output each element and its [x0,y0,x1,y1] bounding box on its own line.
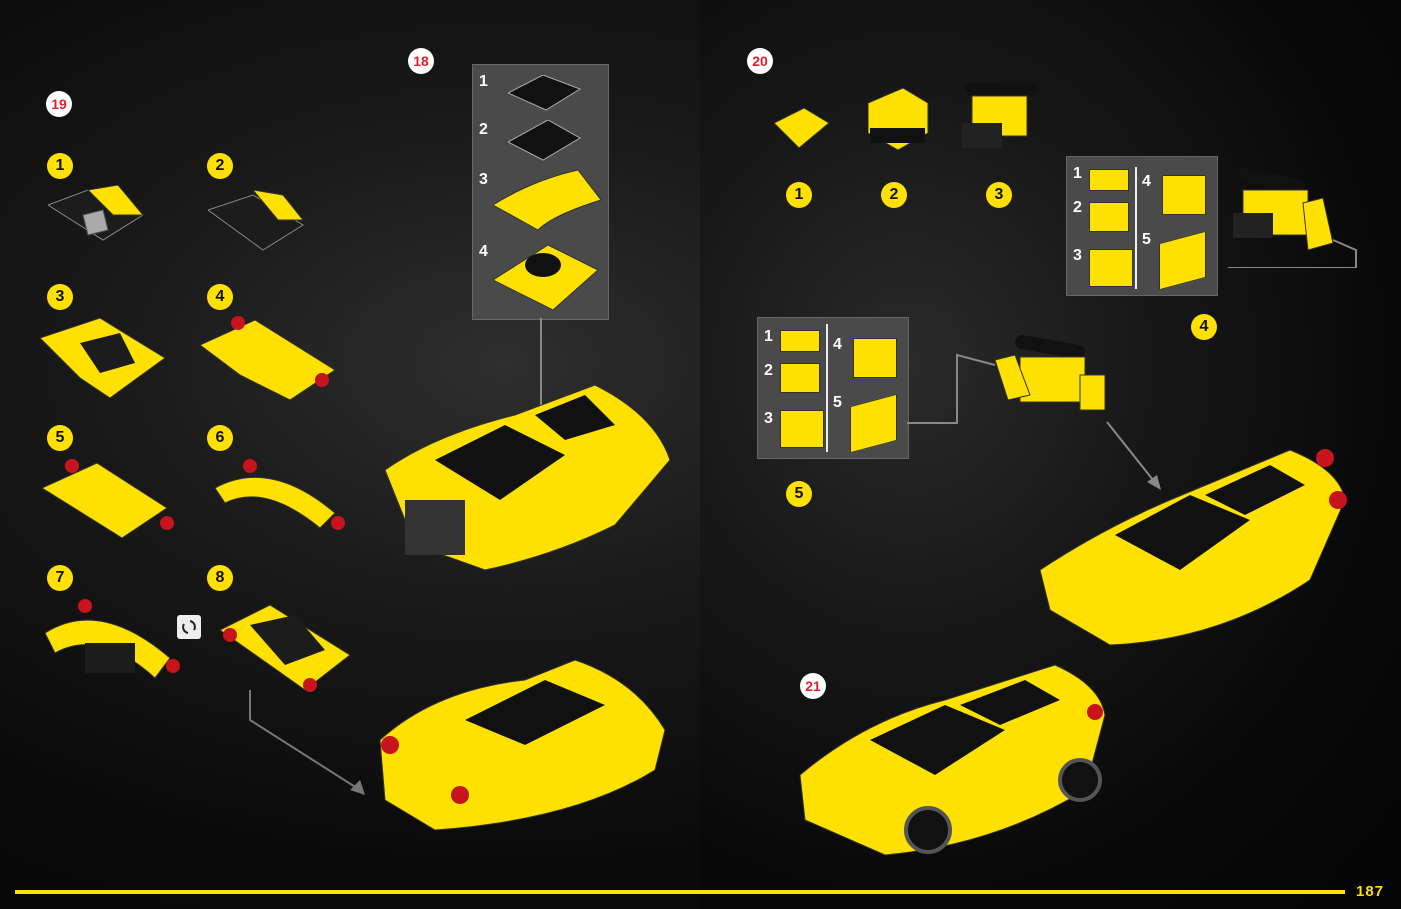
substep-badge: 3 [47,284,73,310]
substep-badge: 5 [786,481,812,507]
callout-item-number: 2 [764,362,773,379]
page-number: 187 [1356,883,1385,900]
black-plate-brick [508,120,581,161]
substep-badge: 3 [986,182,1012,208]
yellow-curved-brick [493,170,602,231]
substep-badge: 8 [207,565,233,591]
brick-piece [1159,230,1206,291]
callout-item-number: 4 [479,243,488,260]
brick-assembly-6 [214,459,345,530]
callout-substep-5: 1 2 3 4 5 [757,317,909,459]
brick-piece [850,393,897,454]
brick-piece [853,338,897,378]
brick-assembly-4 [200,316,336,401]
step-21-badge: 21 [800,673,826,699]
callout-item-number: 4 [833,336,842,353]
brick-piece [780,363,820,393]
brick-assembly-7 [45,599,180,679]
step-18-badge: 18 [408,48,434,74]
brick-assembly-20-5 [994,335,1106,411]
rotate-icon [177,615,201,639]
brick-assembly-5 [42,459,174,539]
arrow-connector [249,690,365,795]
arrow-connector [907,353,996,424]
brick-assembly-2 [208,190,305,251]
step-19-badge: 19 [46,91,72,117]
callout-item-number: 2 [1073,199,1082,216]
callout-item-number: 5 [1142,231,1151,248]
brick-assembly-20-3 [962,83,1037,148]
assembled-hood-brick [493,244,599,311]
brick-piece [1089,249,1133,287]
car-model-engine-installed [1040,449,1347,646]
brick-assembly-20-1 [774,108,830,149]
footer-accent-line [15,890,1345,894]
substep-badge: 4 [1191,314,1217,340]
callout-item-number: 5 [833,394,842,411]
brick-assembly-20-4 [1228,168,1357,268]
callout-item-number: 3 [1073,247,1082,264]
arrow-connector [1106,421,1161,490]
car-model-front [385,385,671,571]
substep-badge: 6 [207,425,233,451]
callout-item-number: 1 [1073,165,1082,182]
substep-badge: 5 [47,425,73,451]
step-20-badge: 20 [747,48,773,74]
brick-assembly-3 [40,318,166,399]
substep-badge: 1 [786,182,812,208]
substep-badge: 7 [47,565,73,591]
brick-piece [780,410,824,448]
black-plate-brick [508,75,582,111]
brick-assembly-8 [219,604,351,692]
callout-divider [826,324,828,452]
brick-assembly-1 [48,185,145,241]
substep-badge: 2 [207,153,233,179]
callout-item-number: 3 [479,171,488,188]
callout-item-number: 1 [764,328,773,345]
callout-item-number: 4 [1142,173,1151,190]
brick-piece [1162,175,1206,215]
substep-badge: 1 [47,153,73,179]
car-model-complete [799,664,1106,856]
brick-piece [1089,202,1129,232]
substep-badge: 2 [881,182,907,208]
brick-piece [780,330,820,352]
brick-piece [1089,169,1129,191]
callout-item-number: 3 [764,410,773,427]
callout-item-number: 1 [479,73,488,90]
substep-badge: 4 [207,284,233,310]
callout-step-18: 1 2 3 4 [472,64,609,320]
brick-assembly-20-2 [868,88,929,151]
callout-item-number: 2 [479,121,488,138]
callout-divider [1135,167,1137,289]
car-model-rear [379,659,666,831]
callout-substep-4: 1 2 3 4 5 [1066,156,1218,296]
